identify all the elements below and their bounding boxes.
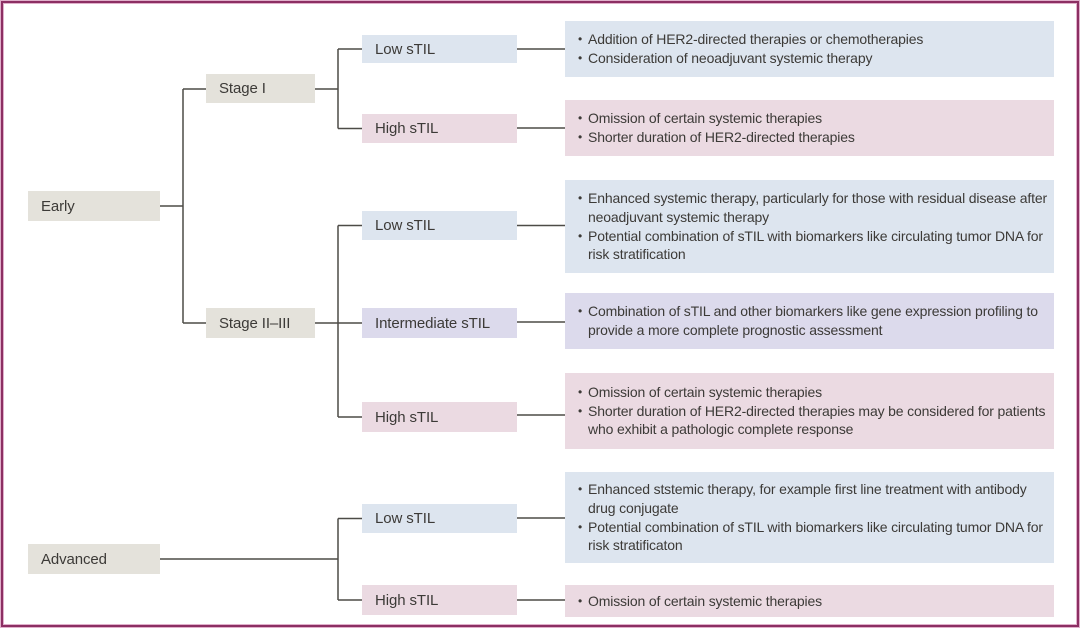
outcome-box-3: Enhanced systemic therapy, particularly … [565,180,1054,273]
node-stage-i-label: Stage I [219,80,266,97]
outcome-bullet-list: Addition of HER2-directed therapies or c… [577,30,923,67]
stil-label: Intermediate sTIL [375,314,491,332]
stil-label: High sTIL [375,591,439,609]
outcome-bullet: Omission of certain systemic therapies [577,383,1048,402]
outcome-box-1: Addition of HER2-directed therapies or c… [565,21,1054,77]
outcome-bullet-list: Enhanced ststemic therapy, for example f… [577,480,1048,554]
outcome-bullet: Addition of HER2-directed therapies or c… [577,30,923,49]
node-stil-intermediate: Intermediate sTIL [362,308,517,338]
node-stil-low-2: Low sTIL [362,211,517,240]
outcome-bullet: Enhanced systemic therapy, particularly … [577,189,1048,226]
node-stil-high-1: High sTIL [362,114,517,143]
node-stil-low-1: Low sTIL [362,35,517,63]
stil-label: Low sTIL [375,217,436,234]
outcome-bullet: Consideration of neoadjuvant systemic th… [577,49,923,68]
node-stil-high-3: High sTIL [362,585,517,615]
stil-label: Low sTIL [375,510,436,527]
outcome-bullet: Omission of certain systemic therapies [577,592,822,611]
outcome-bullet: Potential combination of sTIL with bioma… [577,518,1048,555]
outcome-bullet-list: Omission of certain systemic therapies [577,592,822,611]
node-stage-i: Stage I [206,74,315,103]
outcome-bullet: Combination of sTIL and other biomarkers… [577,302,1048,339]
node-stage-ii-iii: Stage II–III [206,308,315,338]
node-advanced: Advanced [28,544,160,574]
outcome-box-2: Omission of certain systemic therapies S… [565,100,1054,156]
outcome-bullet-list: Enhanced systemic therapy, particularly … [577,189,1048,263]
outcome-bullet-list: Omission of certain systemic therapies S… [577,383,1048,439]
outcome-box-4: Combination of sTIL and other biomarkers… [565,293,1054,349]
outcome-box-5: Omission of certain systemic therapies S… [565,373,1054,449]
node-stage-ii-iii-label: Stage II–III [219,314,291,332]
node-stil-low-3: Low sTIL [362,504,517,533]
outcome-bullet: Enhanced ststemic therapy, for example f… [577,480,1048,517]
stil-label: High sTIL [375,408,439,426]
outcome-box-6: Enhanced ststemic therapy, for example f… [565,472,1054,563]
outcome-bullet: Shorter duration of HER2-directed therap… [577,402,1048,439]
outcome-box-7: Omission of certain systemic therapies [565,585,1054,617]
stil-label: Low sTIL [375,40,436,58]
stil-label: High sTIL [375,120,439,137]
outcome-bullet: Potential combination of sTIL with bioma… [577,227,1048,264]
node-stil-high-2: High sTIL [362,402,517,432]
outcome-bullet-list: Combination of sTIL and other biomarkers… [577,302,1048,339]
node-advanced-label: Advanced [41,550,107,568]
node-early: Early [28,191,160,221]
outcome-bullet: Omission of certain systemic therapies [577,109,855,128]
outcome-bullet-list: Omission of certain systemic therapies S… [577,109,855,146]
outcome-bullet: Shorter duration of HER2-directed therap… [577,128,855,147]
node-early-label: Early [41,197,75,215]
